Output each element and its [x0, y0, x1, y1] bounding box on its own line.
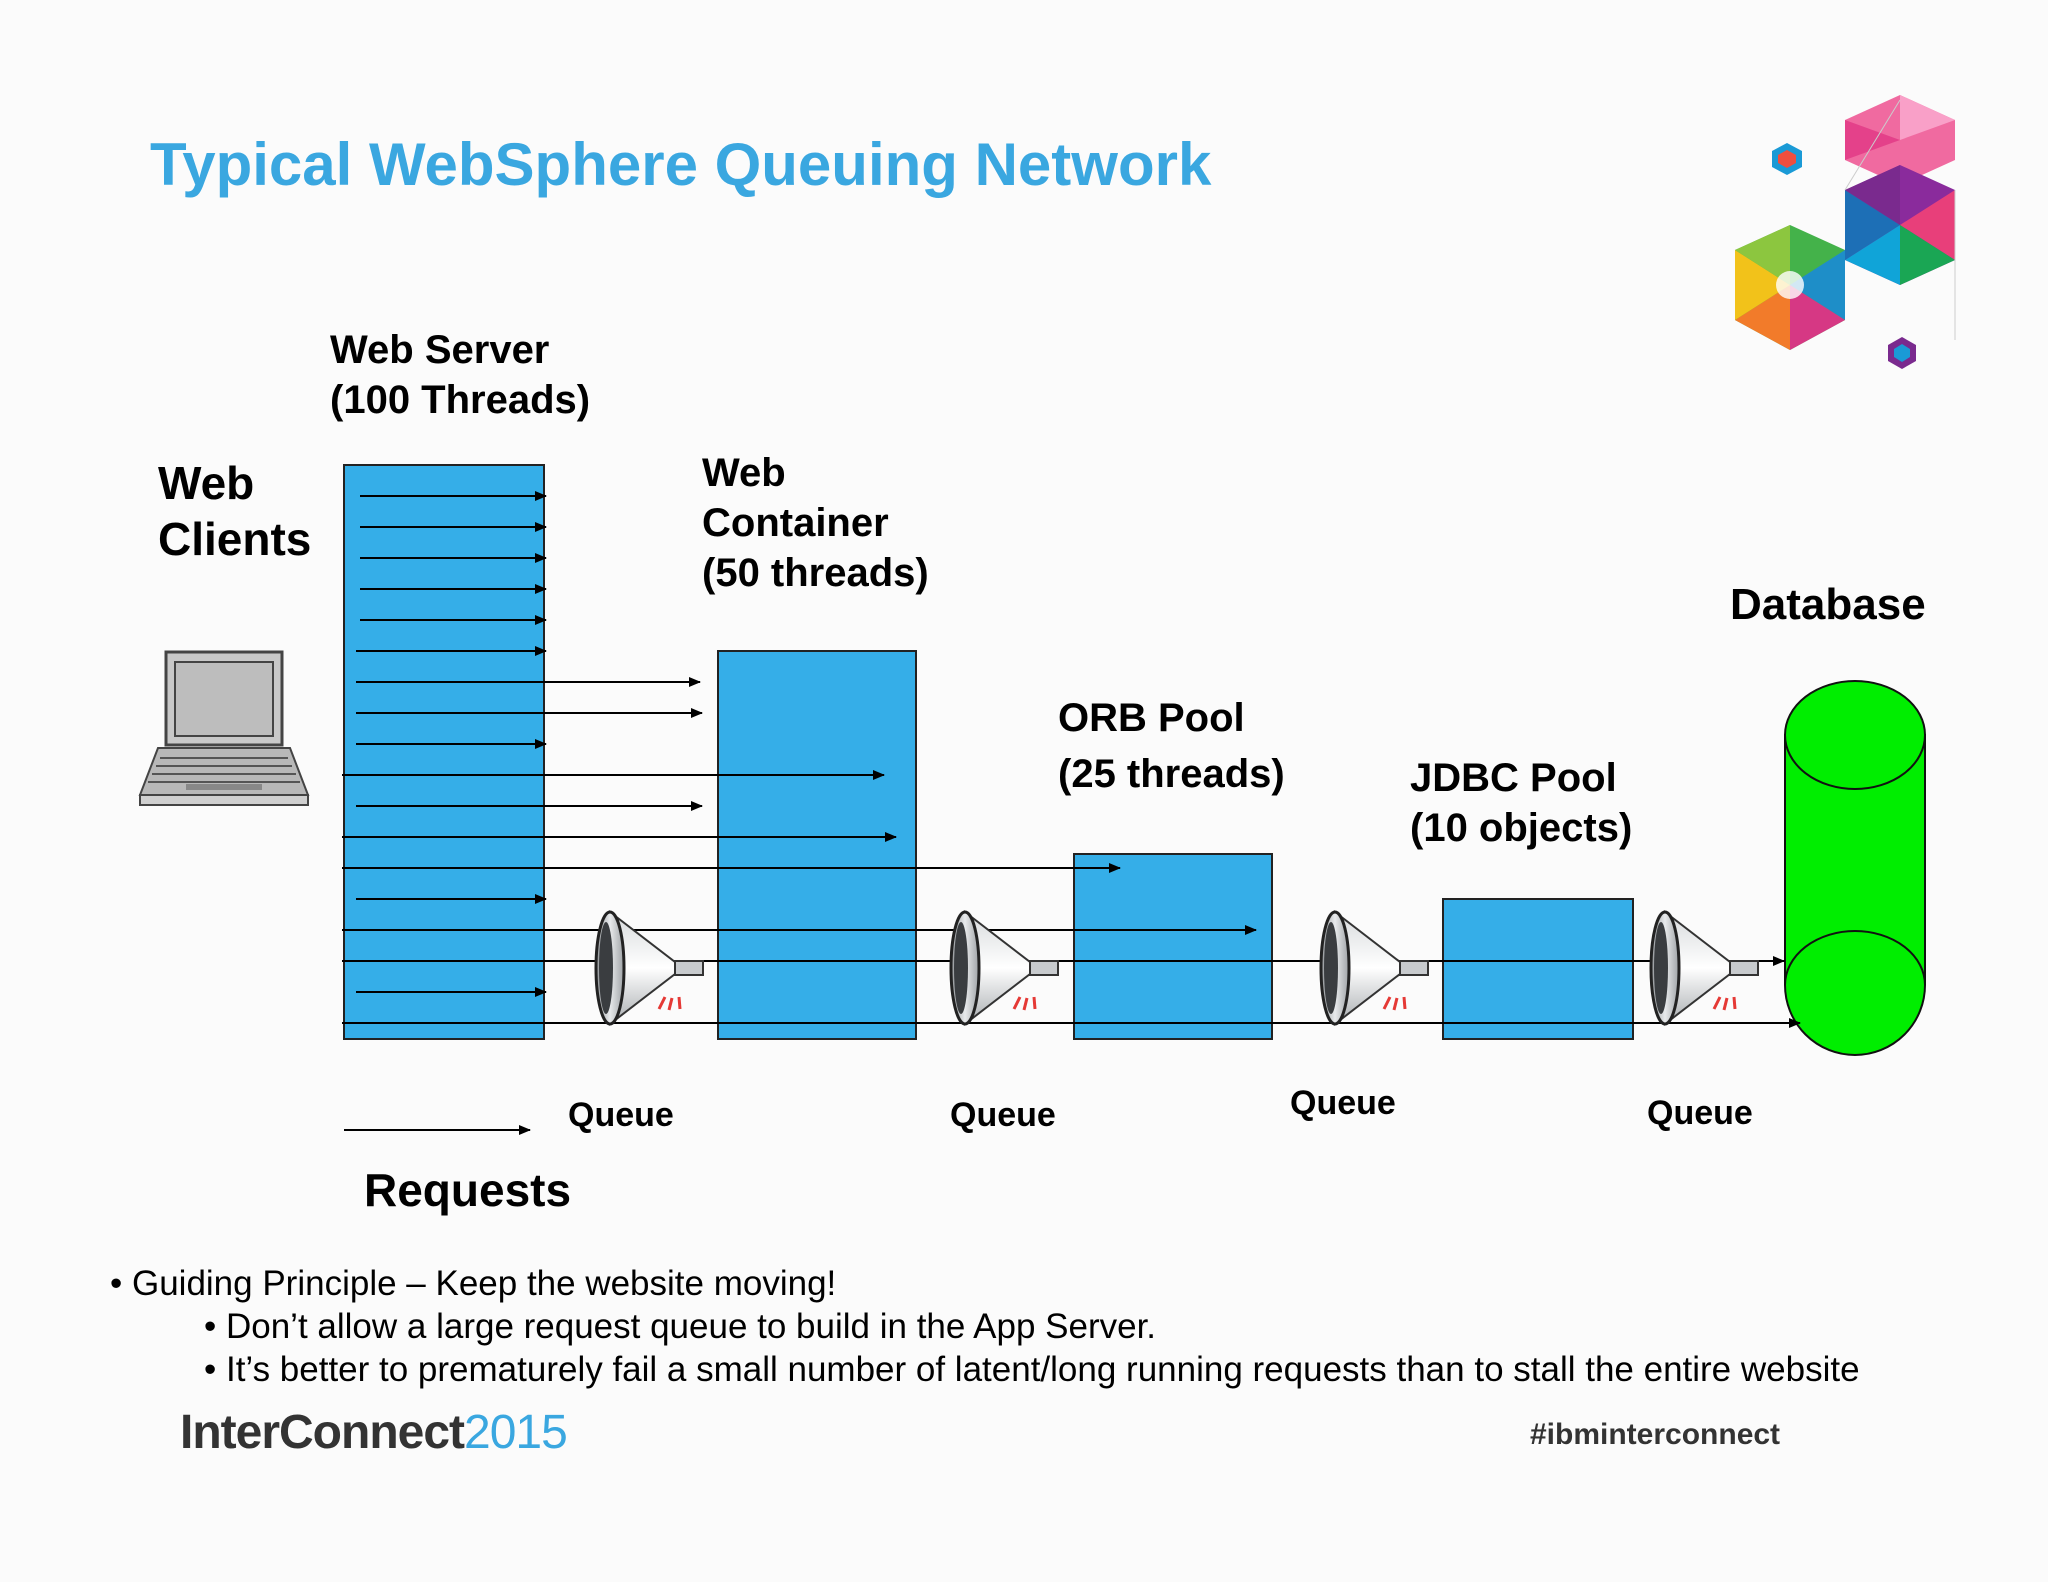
queue-label: Queue [1647, 1094, 1753, 1132]
web-server-box [343, 464, 545, 1040]
brand-name: InterConnect [180, 1406, 465, 1459]
orb-pool-box [1073, 853, 1273, 1040]
requests-label: Requests [364, 1164, 572, 1216]
web-container-box [717, 650, 917, 1040]
laptop-icon [138, 650, 310, 806]
interconnect-logo: InterConnect2015 [180, 1405, 568, 1460]
hashtag: #ibminterconnect [1530, 1418, 1781, 1451]
web-clients-label: Web Clients [158, 457, 312, 565]
queue-label: Queue [950, 1096, 1056, 1134]
jdbc-pool-box [1442, 898, 1634, 1040]
database-cylinder [1784, 680, 1926, 1056]
bullet-main: • Guiding Principle – Keep the website m… [110, 1264, 837, 1303]
funnel-icon [594, 910, 705, 1026]
web-container-label: Web Container (50 threads) [702, 451, 929, 595]
bullet-sub: • It’s better to prematurely fail a smal… [204, 1350, 1860, 1389]
funnel-icon [1319, 910, 1430, 1026]
web-server-label: Web Server (100 Threads) [330, 328, 591, 422]
orb-pool-label: ORB Pool (25 threads) [1058, 696, 1285, 796]
database-label: Database [1730, 580, 1926, 629]
brand-year: 2015 [464, 1406, 568, 1459]
request-arrows [342, 491, 1801, 1135]
funnel-icon [949, 910, 1060, 1026]
bullet-sub: • Don’t allow a large request queue to b… [204, 1307, 1157, 1346]
funnel-icon [1649, 910, 1760, 1026]
queue-label: Queue [568, 1096, 674, 1134]
jdbc-pool-label: JDBC Pool (10 objects) [1410, 756, 1633, 850]
queue-label: Queue [1290, 1084, 1396, 1122]
page-title: Typical WebSphere Queuing Network [150, 131, 1212, 198]
